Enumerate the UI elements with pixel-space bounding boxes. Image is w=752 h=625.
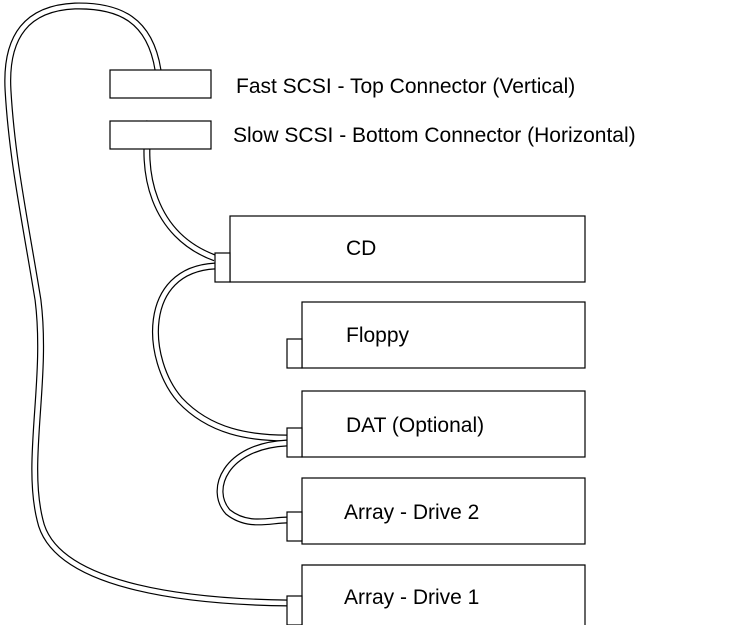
- cable-cd-to-dat: [152, 262, 288, 442]
- device-floppy: Floppy: [286, 301, 586, 369]
- cd-connector-plug: [214, 252, 231, 283]
- cd-drive-box: [229, 215, 586, 283]
- device-array-drive-1: Array - Drive 1: [286, 564, 586, 625]
- slow-scsi-connector-box: [109, 120, 212, 150]
- array-drive-1-label: Array - Drive 1: [344, 586, 479, 609]
- fast-scsi-connector: Fast SCSI - Top Connector (Vertical): [109, 69, 575, 99]
- array-drive-2-connector-plug: [286, 511, 303, 542]
- dat-connector-plug: [286, 427, 303, 458]
- cd-label: CD: [346, 237, 376, 260]
- array-drive-2-box: [301, 477, 586, 545]
- device-cd: CD: [214, 215, 586, 283]
- floppy-connector-plug: [286, 338, 303, 369]
- cable-dat-to-array2: [216, 439, 288, 526]
- fast-scsi-cable: [4, 2, 290, 607]
- dat-drive-box: [301, 390, 586, 458]
- array-drive-2-label: Array - Drive 2: [344, 501, 479, 524]
- floppy-label: Floppy: [346, 324, 410, 347]
- fast-scsi-label: Fast SCSI - Top Connector (Vertical): [236, 75, 575, 98]
- array-drive-1-connector-plug: [286, 595, 303, 625]
- array-drive-1-box: [301, 564, 586, 625]
- slow-scsi-connector: Slow SCSI - Bottom Connector (Horizontal…: [109, 120, 636, 150]
- floppy-drive-box: [301, 301, 586, 369]
- device-array-drive-2: Array - Drive 2: [286, 477, 586, 545]
- dat-label: DAT (Optional): [346, 414, 484, 437]
- slow-scsi-label: Slow SCSI - Bottom Connector (Horizontal…: [233, 124, 636, 147]
- device-dat: DAT (Optional): [286, 390, 586, 458]
- fast-scsi-connector-box: [109, 69, 212, 99]
